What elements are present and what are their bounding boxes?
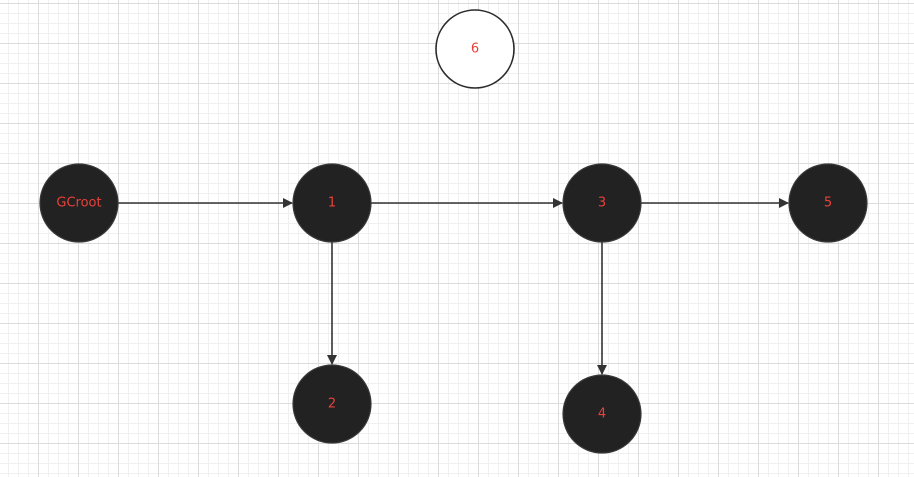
- node-circle-gcroot: [39, 163, 119, 243]
- nodes: GCroot 1 2 3 4 5 6: [39, 9, 868, 454]
- node-n2: 2: [292, 364, 372, 444]
- node-n5: 5: [788, 163, 868, 243]
- node-circle-n6: [435, 9, 515, 89]
- node-label-n4: 4: [598, 407, 606, 422]
- node-n3: 3: [562, 163, 642, 243]
- node-gcroot: GCroot: [39, 163, 119, 243]
- node-circle-n1: [292, 163, 372, 243]
- node-label-n3: 3: [598, 196, 606, 211]
- node-label-n6: 6: [471, 42, 479, 57]
- node-n4: 4: [562, 374, 642, 454]
- node-circle-n2: [292, 364, 372, 444]
- edges: [118, 198, 789, 375]
- node-n6: 6: [435, 9, 515, 89]
- node-label-n1: 1: [328, 196, 336, 211]
- node-n1: 1: [292, 163, 372, 243]
- node-label-n2: 2: [328, 397, 336, 412]
- node-label-gcroot: GCroot: [56, 196, 101, 211]
- node-circle-n5: [788, 163, 868, 243]
- node-circle-n4: [562, 374, 642, 454]
- node-circle-n3: [562, 163, 642, 243]
- node-label-n5: 5: [824, 196, 832, 211]
